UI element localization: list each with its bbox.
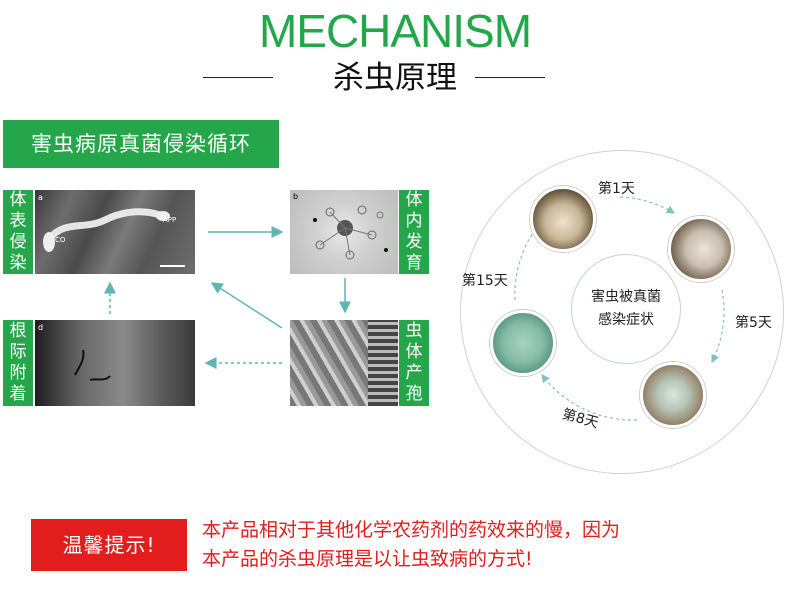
hyphae-drawing <box>313 205 388 260</box>
arc-day5-to-day8 <box>711 289 725 364</box>
stage-char: 附 <box>9 363 27 383</box>
stage-char: 表 <box>9 211 27 231</box>
surface-infection-image: a CO APP <box>35 190 195 274</box>
tip-line-1: 本产品相对于其他化学农药剂的药效来的慢，因为 <box>202 519 621 541</box>
symptom-center-label: 害虫被真菌 感染症状 <box>571 254 681 364</box>
panel-letter: a <box>38 193 43 202</box>
stage-char: 体 <box>405 190 423 210</box>
sporulation-image <box>290 320 398 406</box>
stage-char: 体 <box>405 342 423 362</box>
stage-char: 侵 <box>9 232 27 252</box>
stage-char: 虫 <box>405 321 423 341</box>
stage-char: 孢 <box>405 384 423 404</box>
stage-char: 育 <box>405 253 423 273</box>
title-divider-left <box>203 77 273 78</box>
stage-label-surface: 体 表 侵 染 <box>3 190 33 274</box>
day15-label: 第15天 <box>462 273 508 289</box>
internal-development-image: b <box>290 190 398 274</box>
spore-attachment-drawing <box>74 349 111 381</box>
arrow-spore-to-surface <box>210 282 283 329</box>
stage-label-root: 根 际 附 着 <box>3 320 33 406</box>
panel-letter: b <box>293 192 299 201</box>
title-en: MECHANISM <box>258 5 532 57</box>
center-line-1: 害虫被真菌 <box>591 289 661 305</box>
root-attachment-image: d <box>35 320 195 406</box>
grub-day5-image <box>668 216 734 282</box>
grub-day8-image <box>640 362 706 428</box>
tip-text: 本产品相对于其他化学农药剂的药效来的慢，因为 本产品的杀虫原理是以让虫致病的方式… <box>202 516 782 574</box>
title-cn: 杀虫原理 <box>333 60 457 96</box>
stage-label-internal: 体 内 发 育 <box>399 190 429 274</box>
grub-day1-image <box>530 186 596 252</box>
co-label: CO <box>55 236 66 244</box>
stage-char: 染 <box>9 253 27 273</box>
conidia-chain <box>368 320 398 406</box>
germ-tube-drawing <box>43 208 185 267</box>
stage-char: 内 <box>405 211 423 231</box>
center-line-2: 感染症状 <box>598 312 654 328</box>
cycle-arrows <box>104 226 351 369</box>
day1-label: 第1天 <box>598 181 635 197</box>
app-label: APP <box>163 216 177 224</box>
stage-char: 着 <box>9 384 27 404</box>
stage-char: 产 <box>405 363 423 383</box>
stage-char: 根 <box>9 321 27 341</box>
symptom-cycle-ring <box>460 150 784 474</box>
stage-char: 发 <box>405 232 423 252</box>
tip-line-2: 本产品的杀虫原理是以让虫致病的方式! <box>202 548 533 570</box>
arc-day8-to-day15 <box>541 374 638 421</box>
cycle-banner: 害虫病原真菌侵染循环 <box>3 120 279 168</box>
day5-label: 第5天 <box>735 315 772 331</box>
arc-day1-to-day5 <box>619 196 676 214</box>
panel-letter: d <box>38 323 44 332</box>
title-divider-right <box>475 77 545 78</box>
tip-badge: 温馨提示! <box>31 519 187 571</box>
stage-char: 体 <box>9 190 27 210</box>
stage-char: 际 <box>9 342 27 362</box>
grub-day15-image <box>490 310 556 376</box>
stage-label-spore: 虫 体 产 孢 <box>399 320 429 406</box>
